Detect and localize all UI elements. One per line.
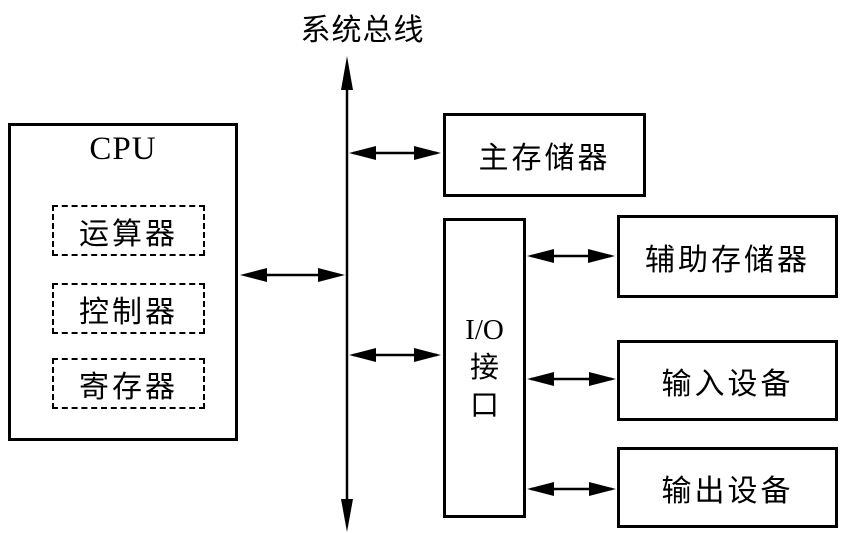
io-interface-label-line-1: I/O — [465, 314, 504, 346]
io-interface-box: I/O 接 口 — [443, 218, 526, 518]
cpu-component-register: 寄存器 — [52, 358, 205, 409]
main-memory-box: 主存储器 — [443, 113, 646, 197]
device-box-output: 输出设备 — [617, 447, 838, 528]
device-box-input: 输入设备 — [617, 340, 838, 421]
io-interface-label: I/O 接 口 — [446, 221, 523, 515]
arrow-io-to-aux-storage — [527, 249, 615, 263]
bus-arrowhead-top-icon — [341, 56, 353, 90]
system-bus-line — [341, 56, 353, 532]
main-memory-label: 主存储器 — [478, 142, 611, 175]
system-bus-label: 系统总线 — [300, 14, 425, 47]
io-interface-label-line-2: 接 — [469, 352, 499, 384]
cpu-component-alu: 运算器 — [52, 205, 205, 256]
arrow-io-to-input-device — [527, 372, 616, 386]
output-device-label: 输出设备 — [661, 474, 794, 508]
bus-arrowhead-bottom-icon — [341, 499, 353, 532]
arrow-bus-to-main-memory — [349, 146, 441, 160]
aux-storage-label: 辅助存储器 — [645, 243, 810, 277]
arrow-cpu-to-bus — [240, 268, 345, 282]
arrow-bus-to-io-interface — [349, 348, 441, 362]
cpu-box: CPU 运算器 控制器 寄存器 — [8, 123, 238, 441]
cpu-title: CPU — [89, 131, 157, 167]
input-device-label: 输入设备 — [661, 367, 794, 401]
io-interface-label-line-3: 口 — [469, 390, 499, 422]
device-box-aux-storage: 辅助存储器 — [617, 215, 838, 298]
arrow-io-to-output-device — [527, 482, 616, 496]
cpu-component-controller: 控制器 — [52, 283, 205, 334]
